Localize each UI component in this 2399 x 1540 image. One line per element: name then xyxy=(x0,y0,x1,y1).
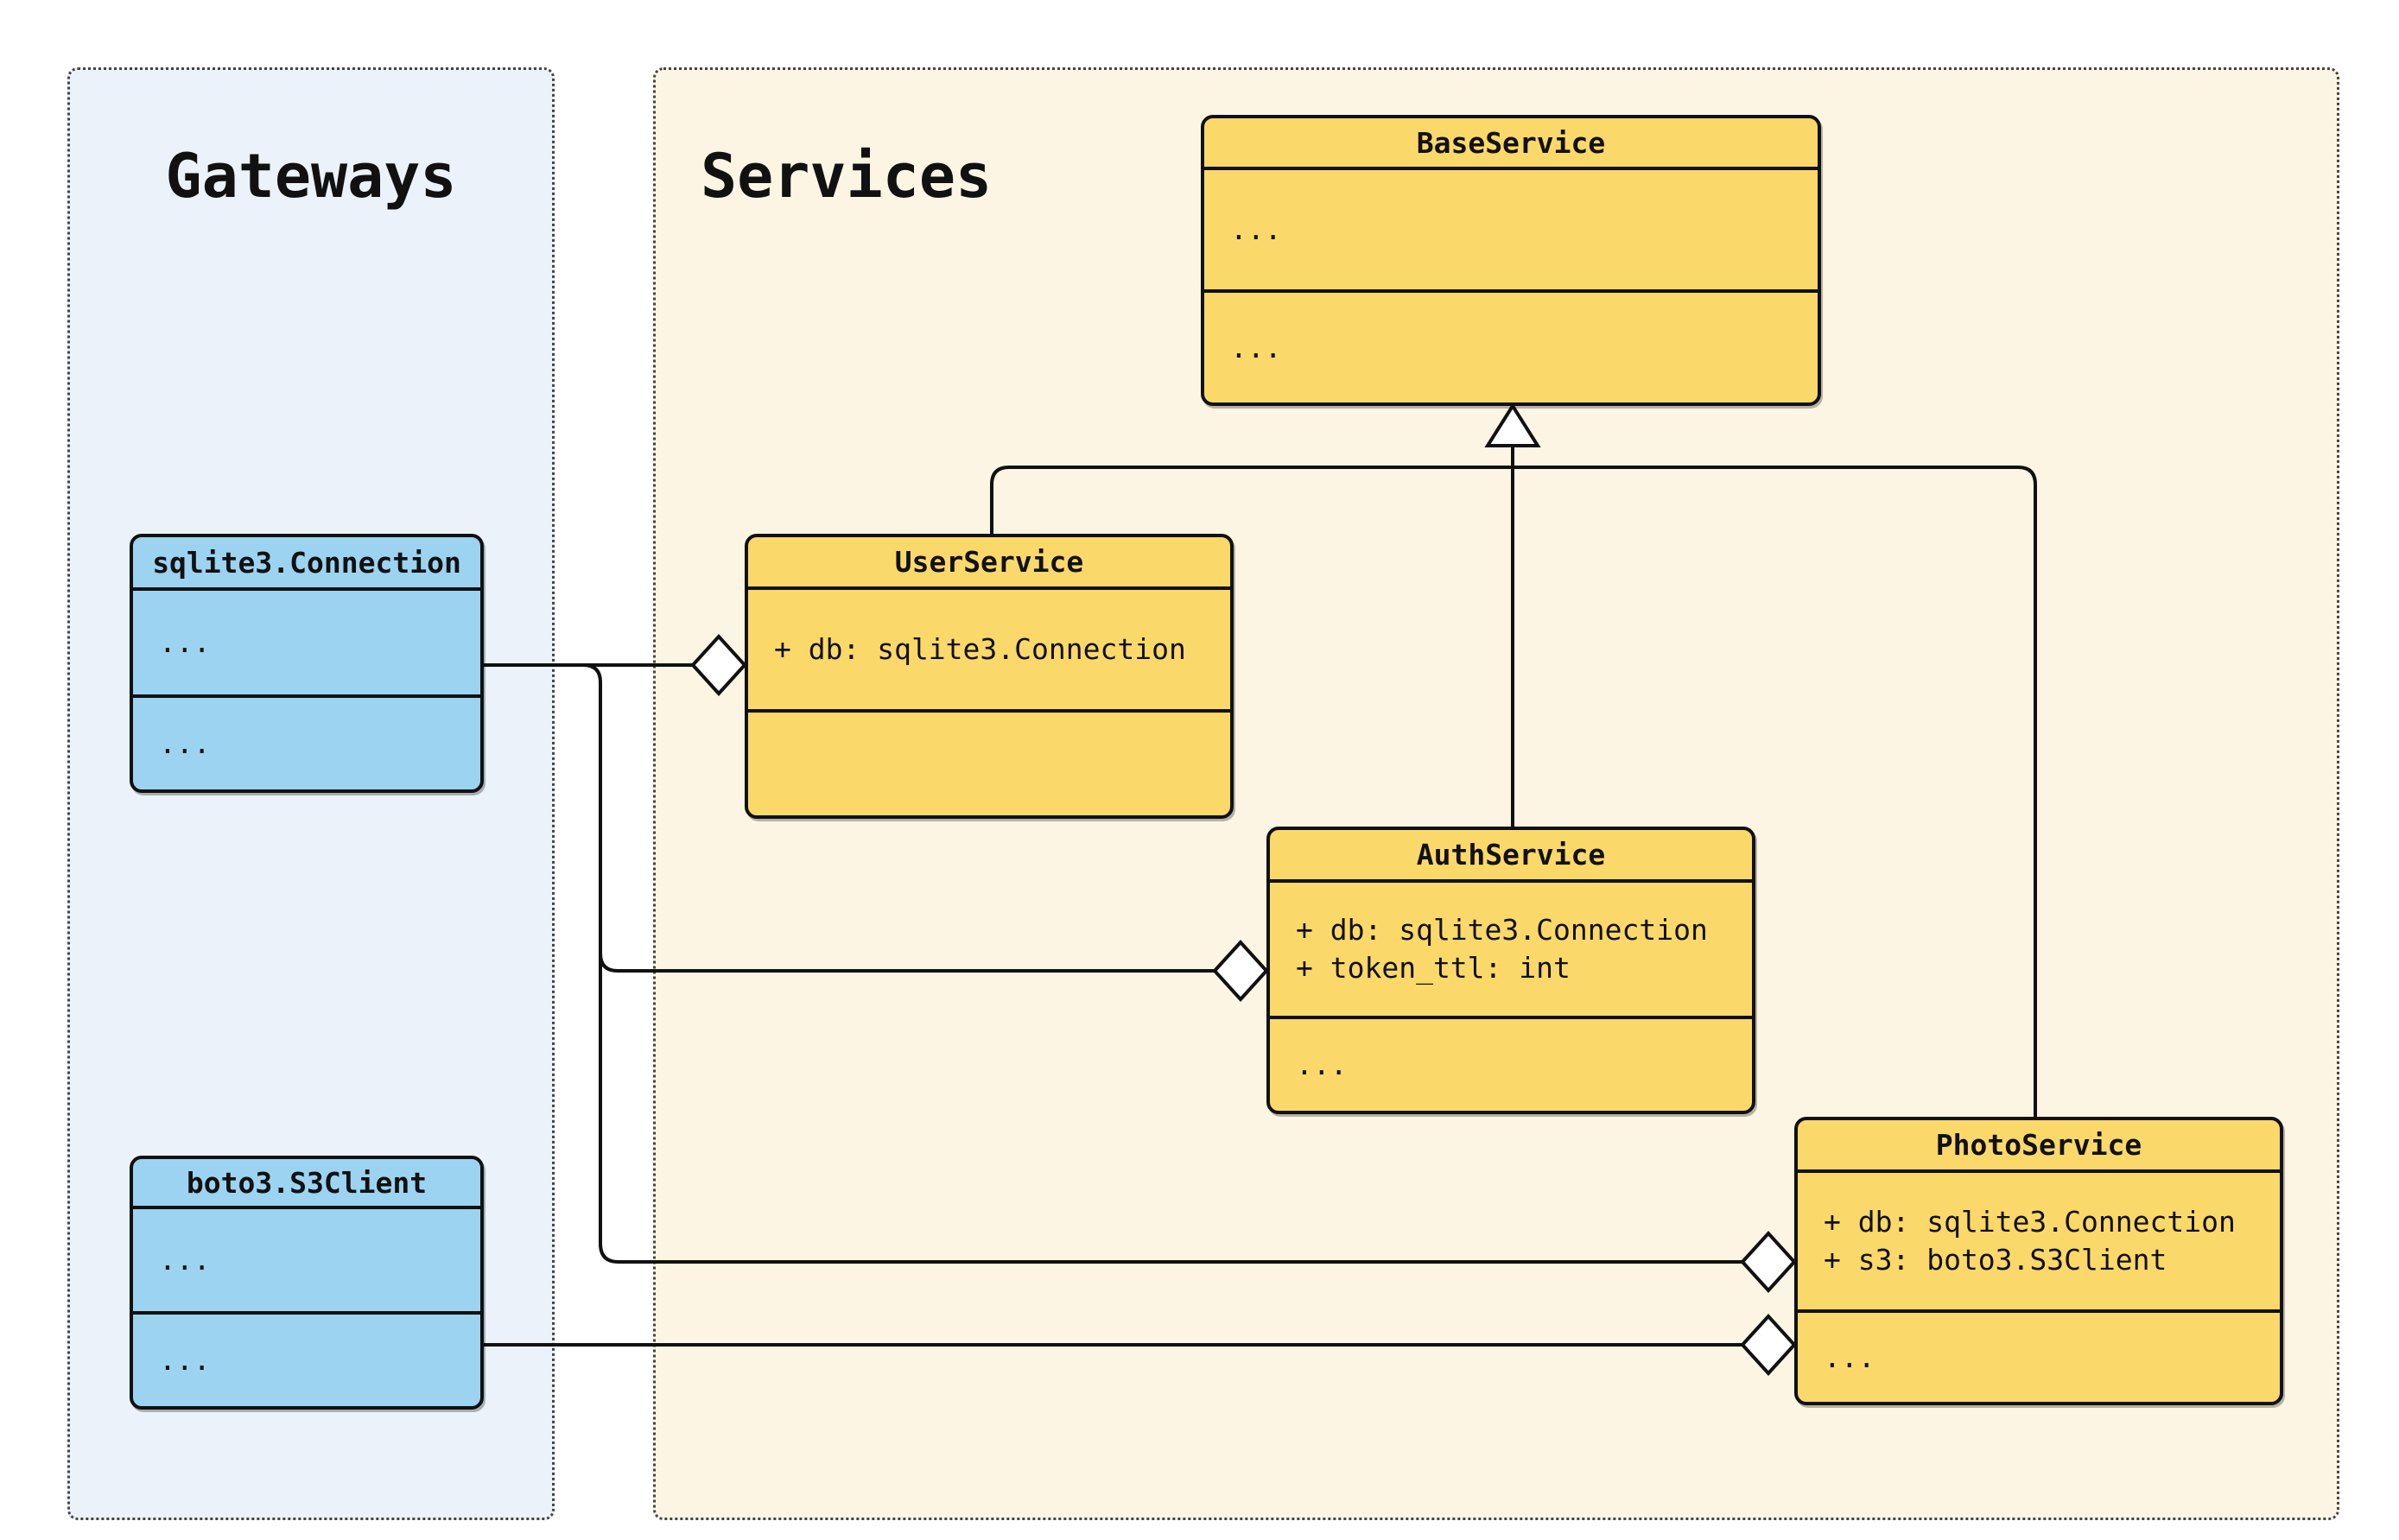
aggregation-diamond-photoservice-s3-icon xyxy=(1740,1314,1797,1376)
class-box-sqlite-connection: sqlite3.Connection ... ... xyxy=(130,534,484,793)
attribute-line: ... xyxy=(159,1243,211,1277)
class-box-baseservice: BaseService ... ... xyxy=(1201,115,1821,406)
aggregation-diamond-authservice-icon xyxy=(1212,940,1269,1002)
aggregation-edge-sqlite-authservice xyxy=(599,953,1215,973)
class-box-photoservice: PhotoService + db: sqlite3.Connection + … xyxy=(1794,1117,2283,1405)
class-title: AuthService xyxy=(1270,830,1752,883)
attribute-line: + db: sqlite3.Connection xyxy=(1296,913,1708,947)
class-title: UserService xyxy=(748,537,1230,590)
services-group-title: Services xyxy=(701,141,993,212)
method-line: ... xyxy=(159,726,211,761)
class-title: PhotoService xyxy=(1798,1120,2280,1173)
class-box-authservice: AuthService + db: sqlite3.Connection + t… xyxy=(1266,827,1755,1114)
class-methods: ... xyxy=(1270,1016,1752,1111)
method-line: ... xyxy=(159,1343,211,1378)
method-line: ... xyxy=(1230,330,1282,364)
attribute-line: ... xyxy=(159,625,211,660)
class-box-boto3-s3client: boto3.S3Client ... ... xyxy=(130,1156,484,1410)
class-attributes: ... xyxy=(133,591,480,694)
class-methods: ... xyxy=(133,694,480,789)
attribute-line: + s3: boto3.S3Client xyxy=(1824,1243,2167,1277)
aggregation-diamond-photoservice-db-icon xyxy=(1740,1231,1797,1293)
class-attributes: + db: sqlite3.Connection + s3: boto3.S3C… xyxy=(1798,1173,2280,1309)
attribute-line: + db: sqlite3.Connection xyxy=(774,632,1186,667)
attribute-line: + token_ttl: int xyxy=(1296,951,1571,985)
class-title: sqlite3.Connection xyxy=(133,537,480,591)
class-methods: ... xyxy=(1798,1309,2280,1402)
class-box-userservice: UserService + db: sqlite3.Connection xyxy=(745,534,1234,819)
method-line: ... xyxy=(1824,1340,1875,1374)
attribute-line: ... xyxy=(1230,212,1282,247)
class-attributes: + db: sqlite3.Connection xyxy=(748,590,1230,709)
attribute-line: + db: sqlite3.Connection xyxy=(1824,1205,2236,1239)
class-methods: ... xyxy=(1204,289,1818,402)
aggregation-trunk-sqlite-drop xyxy=(582,663,1742,1264)
class-attributes: ... xyxy=(1204,170,1818,289)
aggregation-diamond-userservice-icon xyxy=(690,634,747,696)
method-line: ... xyxy=(1296,1048,1348,1082)
inheritance-triangle-icon xyxy=(1484,402,1541,447)
class-attributes: ... xyxy=(133,1209,480,1311)
class-title: boto3.S3Client xyxy=(133,1159,480,1209)
class-methods: ... xyxy=(133,1311,480,1406)
gateways-group-title: Gateways xyxy=(165,141,457,212)
class-title: BaseService xyxy=(1204,118,1818,170)
class-attributes: + db: sqlite3.Connection + token_ttl: in… xyxy=(1270,883,1752,1016)
class-methods xyxy=(748,709,1230,815)
